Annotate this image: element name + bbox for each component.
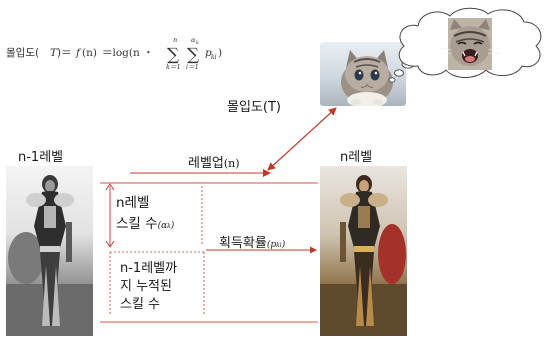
immersion-label: 몰입도(T)	[227, 100, 281, 115]
kitten-photo	[320, 42, 406, 106]
level-up-arg: (n)	[223, 157, 240, 170]
skill-line2: 스킬 수(αk)	[116, 214, 174, 237]
prob-sym: (p	[266, 240, 277, 250]
prob-text: 획득확률	[219, 236, 267, 251]
formula-f: f	[75, 47, 82, 59]
skill-bracket-bottom	[105, 240, 115, 248]
formula-t: T	[50, 47, 58, 59]
laughing-cat-face	[439, 19, 501, 66]
skill-close: )	[170, 221, 175, 231]
skill-count-label: n레벨 스킬 수(αk)	[116, 193, 174, 237]
sum1-top: n	[173, 38, 177, 44]
immersion-formula: 몰입도( T )＝ f (n) ＝log(n ・ n ∑ k＝1 α k ∑ i…	[6, 36, 306, 78]
formula-close: )	[218, 47, 222, 59]
prob-sub: ki	[276, 242, 282, 249]
prev-level-label: n-1레벨	[18, 150, 64, 165]
sum2-top: α	[191, 38, 196, 44]
formula-eq2: ＝log(n ・	[102, 47, 154, 59]
kitten-illustration	[341, 50, 393, 106]
character-prev-level-svg	[6, 175, 93, 336]
sum1-sigma: ∑	[167, 45, 179, 65]
formula-p: p	[205, 47, 212, 59]
character-level-image	[320, 166, 407, 336]
cumulative-skill-label: n-1레벨까 지 누적된 스킬 수	[120, 260, 177, 314]
skill-bracket-top	[105, 183, 115, 191]
immersion-arrow	[267, 107, 337, 171]
skill-text: 스킬 수	[116, 216, 158, 232]
character-level-svg	[320, 175, 407, 336]
level-label: n레벨	[340, 150, 373, 165]
thought-cloud	[390, 6, 546, 80]
formula-svg: 몰입도( T )＝ f (n) ＝log(n ・ n ∑ k＝1 α k ∑ i…	[6, 36, 222, 71]
sum2-sigma: ∑	[187, 45, 199, 65]
skill-sub: k	[167, 223, 171, 230]
formula-lhs: 몰입도(	[6, 46, 39, 59]
formula-paren-n: (n)	[82, 47, 97, 59]
probability-label: 획득확률(pki)	[219, 232, 285, 251]
cum-line3: 스킬 수	[120, 297, 161, 312]
character-prev-level-image	[6, 166, 93, 336]
formula-eq1: )＝	[57, 47, 72, 59]
sum1-bottom: k＝1	[166, 63, 181, 71]
skill-line1: n레벨	[116, 195, 150, 211]
cum-line2: 지 누적된	[120, 279, 172, 294]
cum-line1: n-1레벨까	[120, 261, 178, 276]
skill-sym: (α	[157, 221, 168, 231]
formula-p-sub: ki	[211, 54, 217, 61]
sum2-top-sub: k	[196, 40, 199, 46]
level-up-text: 레벨업	[188, 156, 224, 171]
sum2-bottom: i＝1	[186, 63, 199, 71]
prob-close: )	[281, 240, 286, 250]
thought-cloud-svg	[398, 7, 542, 78]
level-up-label: 레벨업(n)	[188, 152, 240, 171]
